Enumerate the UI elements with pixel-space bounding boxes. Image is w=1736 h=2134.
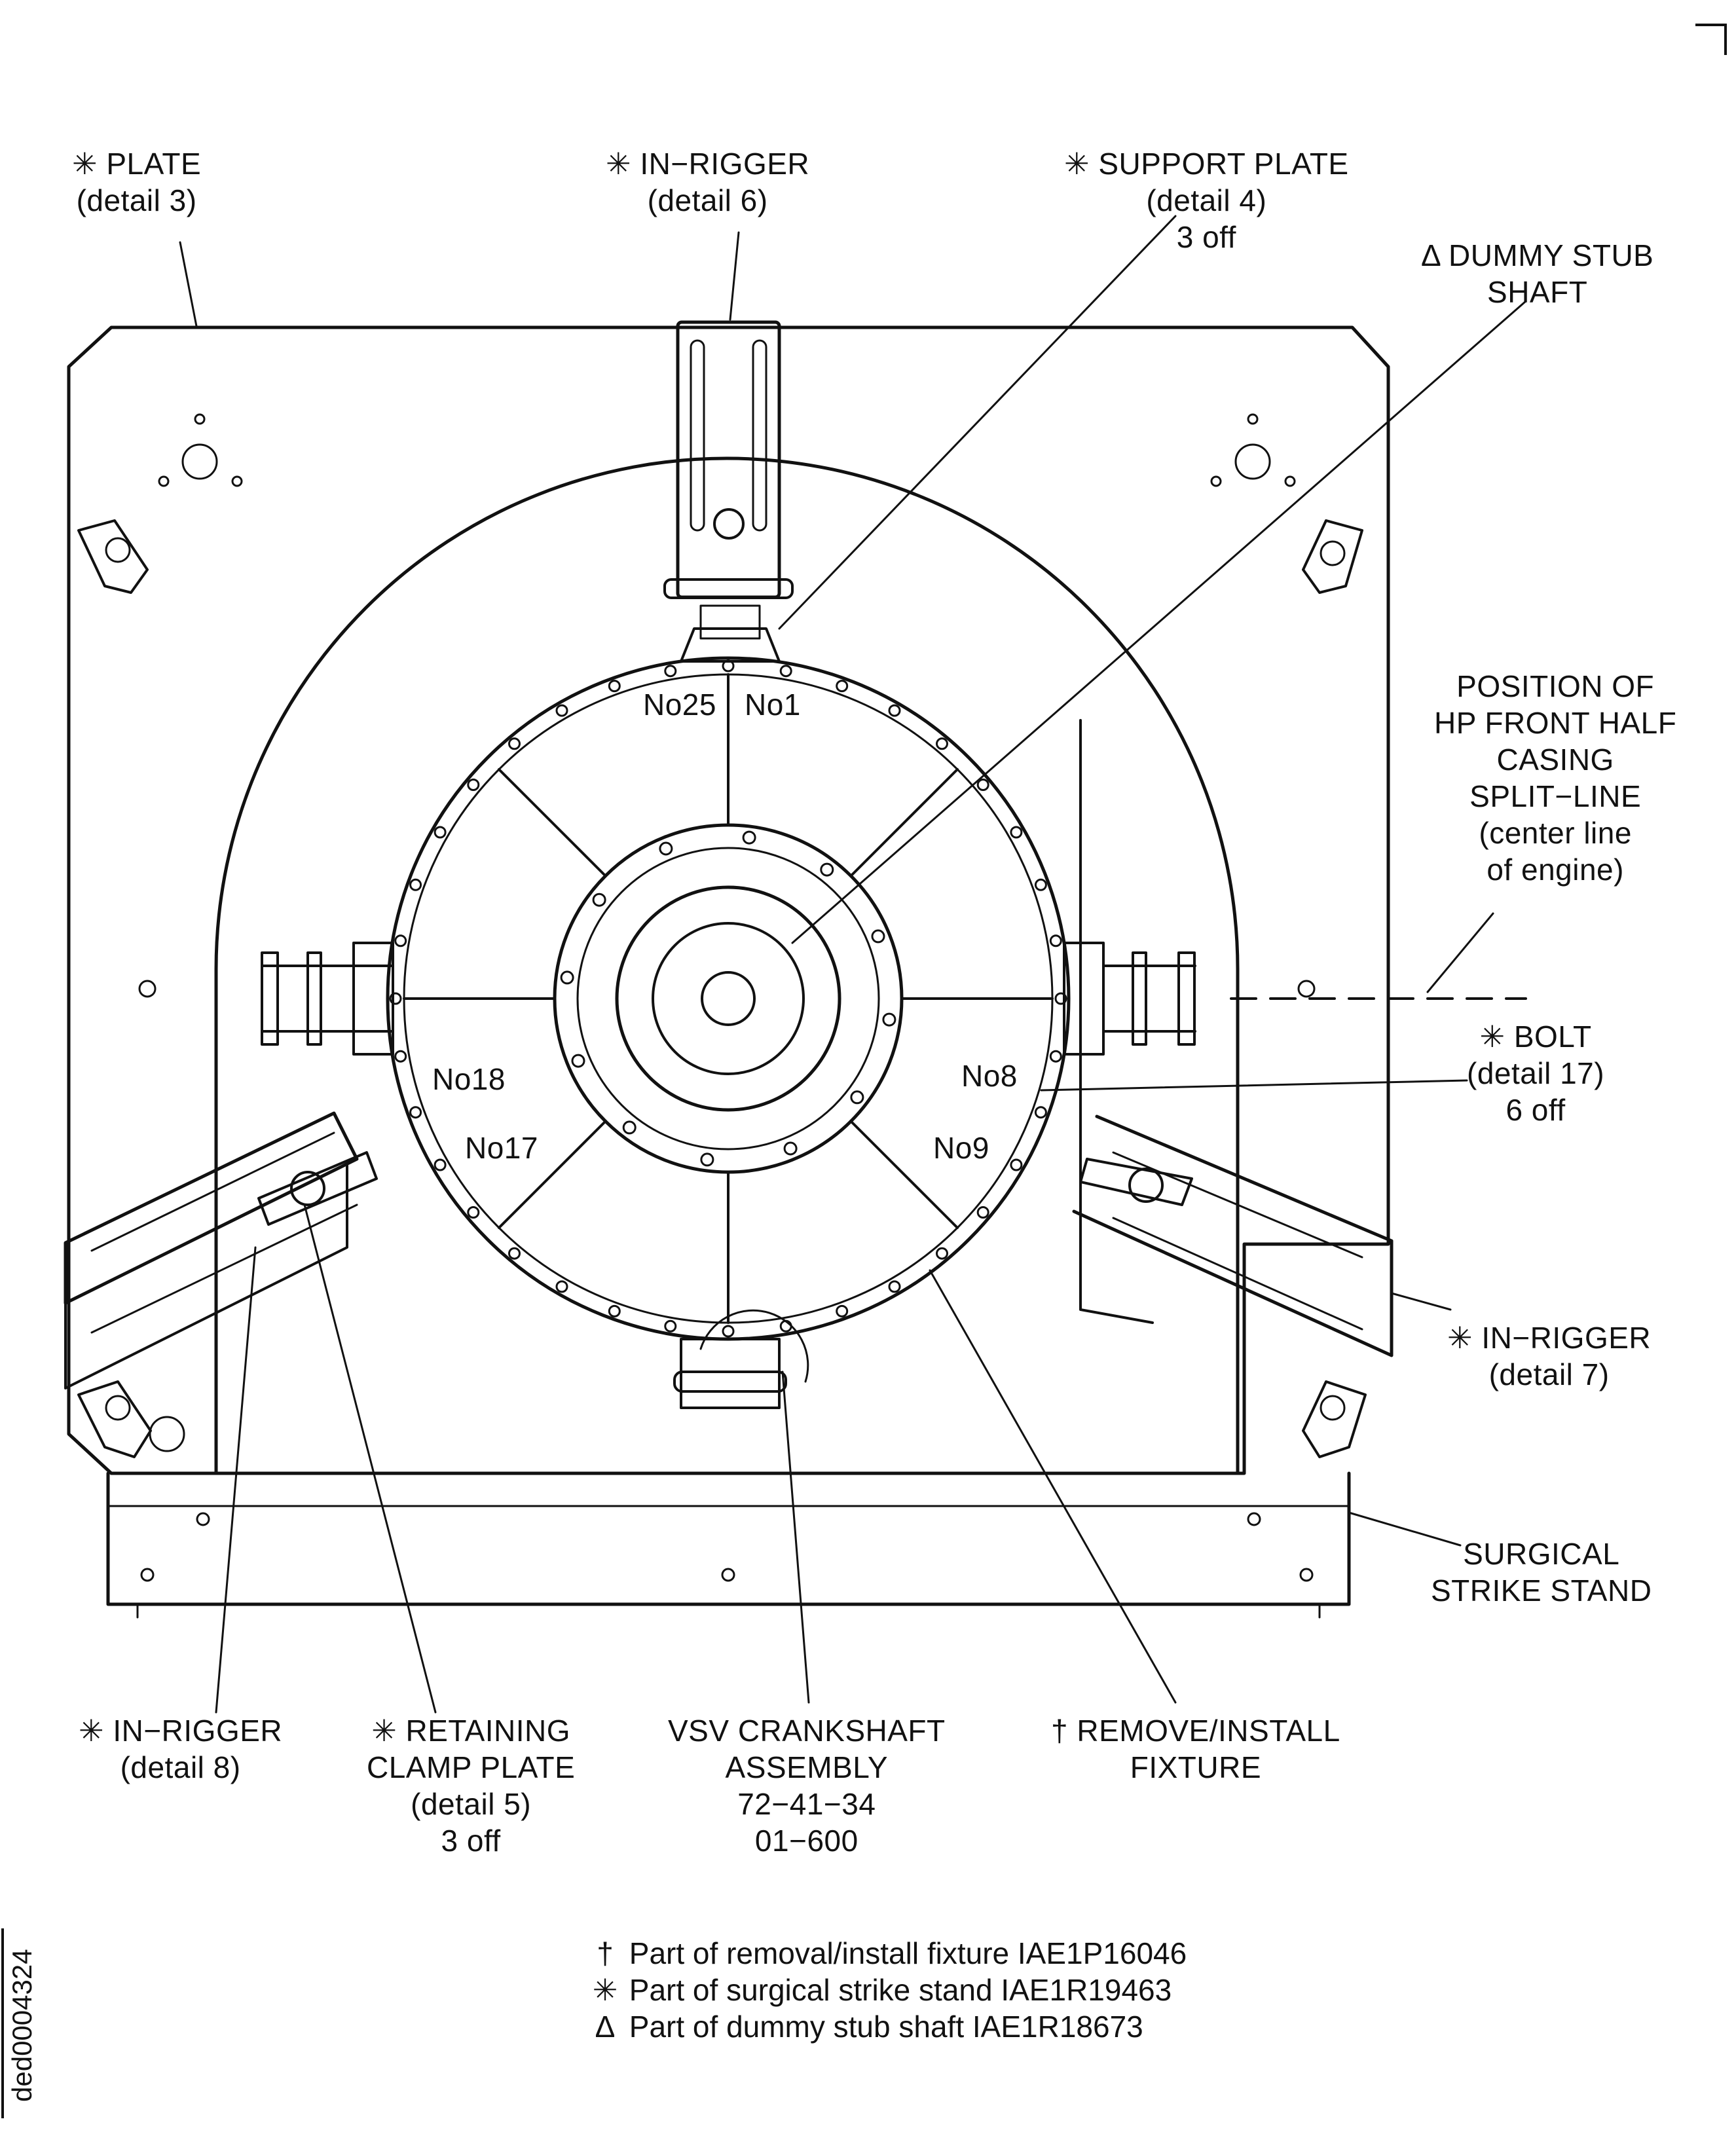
in-rigger-lower-left (64, 1111, 378, 1389)
casing-bolt (722, 1325, 735, 1338)
position-mark-no9: No9 (933, 1131, 989, 1165)
casing-bolt (976, 1206, 989, 1219)
casing-bolt (722, 659, 735, 672)
stand-plate (67, 325, 1390, 1475)
casing-bolt (779, 665, 792, 678)
hub-bolt (700, 1152, 714, 1167)
position-mark-no25: No25 (643, 688, 716, 722)
casing-bolt (467, 779, 480, 791)
casing-bolt (836, 680, 849, 693)
casing-bolt (555, 1280, 568, 1293)
position-mark-no18: No18 (432, 1062, 506, 1096)
hub-bolt (850, 1090, 864, 1105)
callout-vsv-crankshaft: VSV CRANKSHAFT ASSEMBLY 72−41−34 01−600 (668, 1714, 946, 1858)
callout-remove-install-fixture: † REMOVE/INSTALL FIXTURE (1051, 1714, 1340, 1784)
casing-bolt (1010, 826, 1023, 839)
casing-bolt (409, 878, 422, 891)
callout-surgical-strike-stand: SURGICAL STRIKE STAND (1431, 1537, 1652, 1608)
casing-bolt (1034, 1106, 1047, 1119)
hub-bolt (659, 841, 673, 856)
hub-bolt (871, 929, 885, 944)
casing-bolt (888, 1280, 901, 1293)
hub-bolt (622, 1120, 637, 1135)
callout-split-line: POSITION OF HP FRONT HALF CASING SPLIT−L… (1434, 669, 1677, 887)
hub-bolt (882, 1012, 896, 1027)
casing-bolt (1049, 934, 1062, 947)
hub-bolt (820, 862, 834, 877)
callout-dummy-stub-shaft: Δ DUMMY STUB SHAFT (1421, 238, 1654, 309)
in-rigger-lower-right (1072, 1114, 1394, 1357)
casing-bolt (836, 1304, 849, 1317)
callout-plate: ✳ PLATE (detail 3) (72, 147, 202, 217)
callout-bolt: ✳ BOLT (detail 17) 6 off (1467, 1020, 1605, 1127)
casing-bolt (936, 1247, 948, 1260)
casing-bolt (555, 704, 568, 717)
casing-bolt (508, 1247, 521, 1260)
casing-bolt (664, 665, 677, 678)
hub-bolt (592, 892, 606, 907)
casing-bolt (434, 826, 447, 839)
callout-retaining-clamp-plate: ✳ RETAINING CLAMP PLATE (detail 5) 3 off (367, 1714, 576, 1858)
casing-bolt (434, 1158, 447, 1171)
casing-bolt (1054, 992, 1067, 1005)
casing-bolt (976, 779, 989, 791)
casing-bolt (394, 1050, 407, 1063)
casing-bolt (888, 704, 901, 717)
hub-bolt (783, 1141, 798, 1156)
hub-bolt (571, 1054, 585, 1068)
stand-base (106, 1471, 1351, 1606)
hub-bolt (742, 830, 756, 845)
casing-bolt (389, 992, 402, 1005)
arch-cutout (214, 456, 1240, 1475)
callout-support-plate: ✳ SUPPORT PLATE (detail 4) 3 off (1064, 147, 1349, 254)
position-mark-no8: No8 (961, 1059, 1018, 1093)
casing-bolt (1034, 878, 1047, 891)
asterisk-icon: ✳ (592, 1973, 618, 2007)
casing-bolt (394, 934, 407, 947)
corner-mark (1695, 24, 1727, 55)
legend-item-strike-stand: ✳ Part of surgical strike stand IAE1R194… (589, 1972, 1187, 2008)
triangle-icon: Δ (595, 2010, 616, 2044)
casing-bolt (664, 1319, 677, 1333)
position-mark-no1: No1 (745, 688, 801, 722)
casing-bolt (467, 1206, 480, 1219)
dagger-icon: † (597, 1936, 614, 1970)
casing-bolt (1010, 1158, 1023, 1171)
casing-bolt (1049, 1050, 1062, 1063)
legend: † Part of removal/install fixture IAE1P1… (589, 1935, 1187, 2045)
casing-bolt-ring (389, 659, 1067, 1338)
position-mark-no17: No17 (465, 1131, 538, 1165)
legend-item-dummy-stub-shaft: Δ Part of dummy stub shaft IAE1R18673 (589, 2008, 1187, 2045)
figure-id: ded0004324 (7, 1949, 37, 2102)
casing-bolt (409, 1106, 422, 1119)
legend-item-removal-fixture: † Part of removal/install fixture IAE1P1… (589, 1935, 1187, 1972)
hub-bolt (560, 970, 574, 985)
casing-bolt (508, 737, 521, 750)
callout-in-rigger-detail-8: ✳ IN−RIGGER (detail 8) (79, 1714, 283, 1784)
figure-id-tick (1, 1928, 4, 2118)
callout-in-rigger-detail-7: ✳ IN−RIGGER (detail 7) (1447, 1321, 1652, 1391)
callout-in-rigger-detail-6: ✳ IN−RIGGER (detail 6) (606, 147, 810, 217)
casing-bolt (936, 737, 948, 750)
casing-bolt (608, 680, 621, 693)
casing-bolt (779, 1319, 792, 1333)
casing-bolt (608, 1304, 621, 1317)
